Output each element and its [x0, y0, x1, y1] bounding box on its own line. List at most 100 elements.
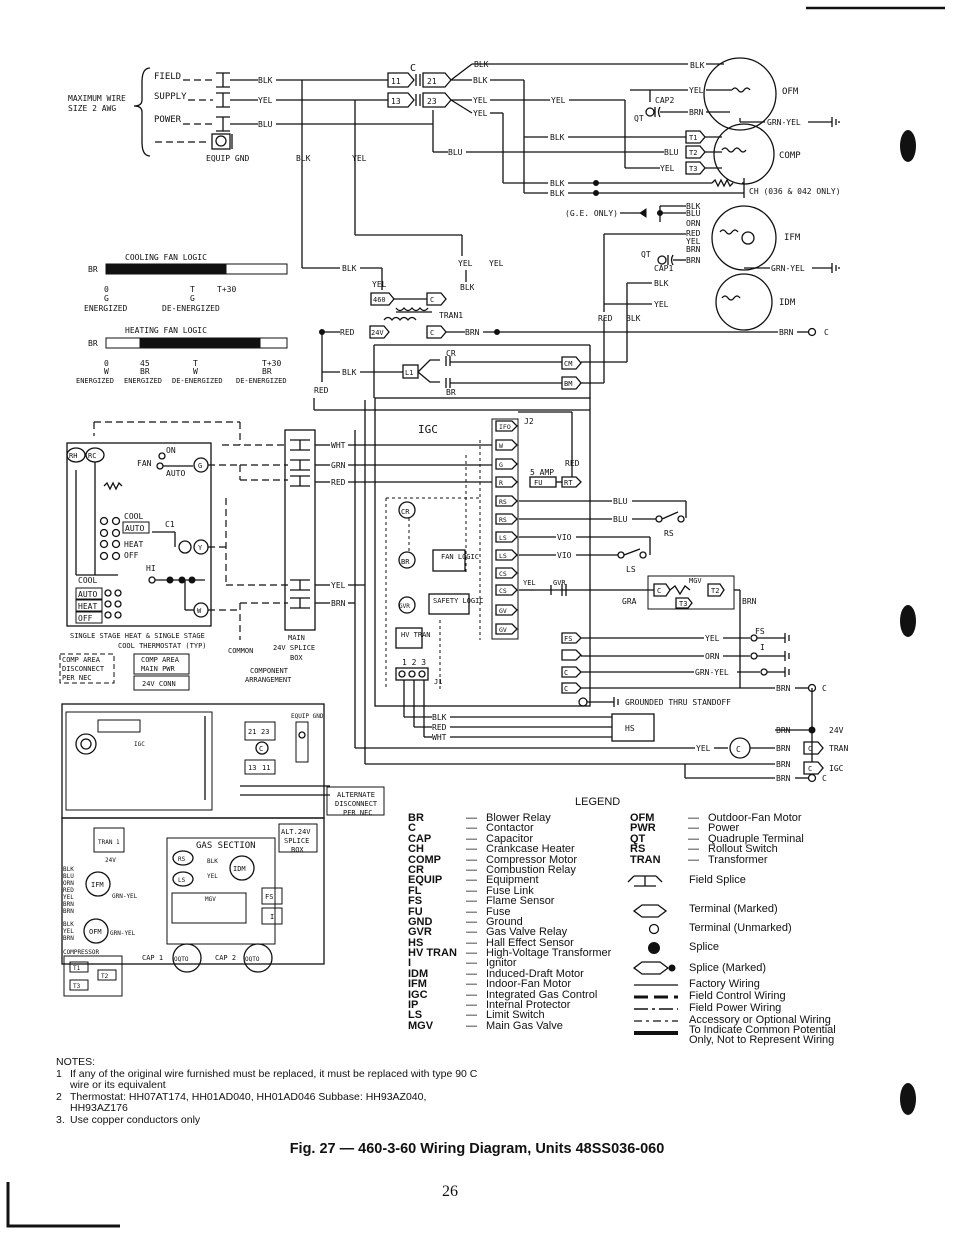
igc-pin-label: G [499, 461, 503, 469]
legend-row: GVR—Gas Valve Relay [408, 926, 611, 939]
legend-row: IFM—Indoor-Fan Motor [408, 979, 611, 990]
legend-desc: High-Voltage Transformer [486, 947, 612, 960]
svg-text:BR: BR [140, 367, 150, 376]
legend-row: TRAN—Transformer [630, 854, 804, 865]
svg-text:C1: C1 [165, 520, 175, 529]
legend-row: COMP—Compressor Motor [408, 854, 611, 865]
svg-text:T3: T3 [73, 983, 81, 990]
svg-text:C: C [822, 684, 827, 693]
svg-text:T2: T2 [101, 973, 109, 980]
igc-pin [495, 584, 518, 596]
svg-text:IGC: IGC [829, 764, 844, 773]
svg-text:BLK: BLK [626, 314, 641, 323]
legend-row: LS—Limit Switch [408, 1009, 611, 1022]
svg-text:T: T [190, 285, 195, 294]
svg-text:BLK: BLK [63, 921, 74, 928]
svg-text:COMP AREA: COMP AREA [62, 656, 101, 664]
splice-symbol [648, 942, 660, 954]
igc-wires: BLU BLU RS VIO VIO LS MGV C T2 T3 GRA BR… [403, 497, 827, 742]
legend-row: QT—Quadruple Terminal [630, 833, 804, 844]
svg-text:YEL: YEL [473, 109, 488, 118]
igc-pin-label: W [499, 442, 503, 450]
svg-text:0: 0 [104, 359, 109, 368]
igc-label: IGC [418, 423, 438, 436]
svg-text:OFM: OFM [89, 928, 102, 936]
svg-text:BLK: BLK [550, 189, 565, 198]
legend-desc: Power [708, 822, 740, 835]
legend-dash: — [466, 1009, 477, 1022]
svg-text:VIO: VIO [557, 533, 572, 542]
legend-splice-marked: Splice (Marked) [689, 962, 767, 974]
legend-abbr: PWR [630, 822, 656, 835]
svg-text:YEL: YEL [352, 154, 367, 163]
svg-text:YEL: YEL [372, 280, 387, 289]
legend-abbr: LS [408, 1009, 423, 1022]
svg-text:J2: J2 [524, 417, 534, 426]
svg-text:AUTO: AUTO [125, 524, 144, 533]
svg-text:24V CONN: 24V CONN [142, 680, 176, 688]
svg-text:I: I [760, 643, 765, 652]
legend-dash: — [466, 926, 477, 939]
svg-text:BLU: BLU [613, 515, 628, 524]
svg-text:RH: RH [69, 452, 77, 460]
legend-dash: — [466, 988, 477, 1001]
thermostat: RH RC ON FAN AUTO G COOL AUTO HEAT OFF C… [59, 421, 288, 691]
legend-abbr: I [408, 957, 412, 970]
svg-text:COOL THERMOSTAT (TYP): COOL THERMOSTAT (TYP) [118, 642, 207, 650]
legend-desc: Main Gas Valve [486, 1019, 563, 1032]
svg-text:YEL: YEL [686, 237, 701, 246]
legend-desc: Crankcase Heater [486, 843, 575, 856]
svg-text:BLK: BLK [63, 866, 74, 873]
legend-row: IGC—Integrated Gas Control [408, 988, 611, 1001]
svg-text:COMPRESSOR: COMPRESSOR [63, 949, 100, 956]
svg-text:OFF: OFF [124, 551, 139, 560]
legend-desc: Fuse Link [486, 884, 534, 897]
svg-text:C: C [824, 328, 829, 337]
svg-text:5 AMP: 5 AMP [530, 468, 554, 477]
note-item: 1 If any of the original wire furnished … [56, 1067, 478, 1092]
legend-dash: — [466, 936, 477, 949]
igc-board: IGC J2 RED 5 AMP FU RT CR BR GVR FAN LOG… [374, 397, 591, 707]
comp-label: COMP [779, 151, 801, 161]
svg-text:C: C [564, 685, 568, 693]
igc-pin [495, 604, 518, 616]
legend-abbr: FS [408, 895, 423, 908]
svg-text:11: 11 [391, 77, 401, 86]
legend-abbr: CH [408, 843, 424, 856]
svg-text:MGV: MGV [205, 896, 216, 903]
legend-dash: — [466, 957, 477, 970]
svg-text:HEAT: HEAT [124, 540, 143, 549]
figure-caption: Fig. 27 — 460-3-60 Wiring Diagram, Units… [289, 1141, 665, 1157]
svg-text:21: 21 [248, 728, 256, 736]
svg-text:23: 23 [427, 97, 437, 106]
svg-text:BLU: BLU [686, 209, 701, 218]
ofm-motor: BLK BLK OFM YEL CAP2 QT BRN GRN-YEL [472, 57, 840, 131]
svg-text:GVR: GVR [399, 603, 410, 610]
svg-text:BR: BR [446, 388, 456, 397]
legend-dash: — [688, 812, 699, 824]
legend-field-splice: Field Splice [689, 874, 746, 886]
legend-row: CH — Crankcase Heater [408, 843, 611, 856]
legend-dash: — [466, 843, 477, 856]
contactor: C 11 13 21 23 BLK YEL YEL YEL [387, 63, 625, 170]
legend-row: HV TRAN—High-Voltage Transformer [408, 947, 612, 960]
legend-row: CR—Combustion Relay [408, 864, 611, 875]
svg-text:AUTO: AUTO [166, 469, 185, 478]
svg-text:CR: CR [446, 349, 456, 358]
svg-text:RED: RED [314, 386, 329, 395]
legend-dash: — [466, 905, 477, 918]
svg-text:COOL: COOL [124, 512, 143, 521]
svg-text:COOLING FAN LOGIC: COOLING FAN LOGIC [125, 253, 207, 262]
svg-text:13: 13 [248, 764, 256, 772]
igc-pin-label: CS [499, 570, 507, 578]
svg-text:W: W [193, 367, 198, 376]
svg-text:ALT.24V: ALT.24V [281, 828, 311, 836]
svg-text:HEATING FAN LOGIC: HEATING FAN LOGIC [125, 326, 207, 335]
legend-dash: — [466, 947, 477, 960]
svg-text:BLU: BLU [613, 497, 628, 506]
igc-pin-label: RS [499, 516, 507, 524]
svg-text:GRN-YEL: GRN-YEL [767, 118, 801, 127]
svg-text:BOX: BOX [290, 654, 303, 662]
field-splice-symbol [627, 875, 663, 887]
legend-abbr: FL [408, 884, 422, 897]
